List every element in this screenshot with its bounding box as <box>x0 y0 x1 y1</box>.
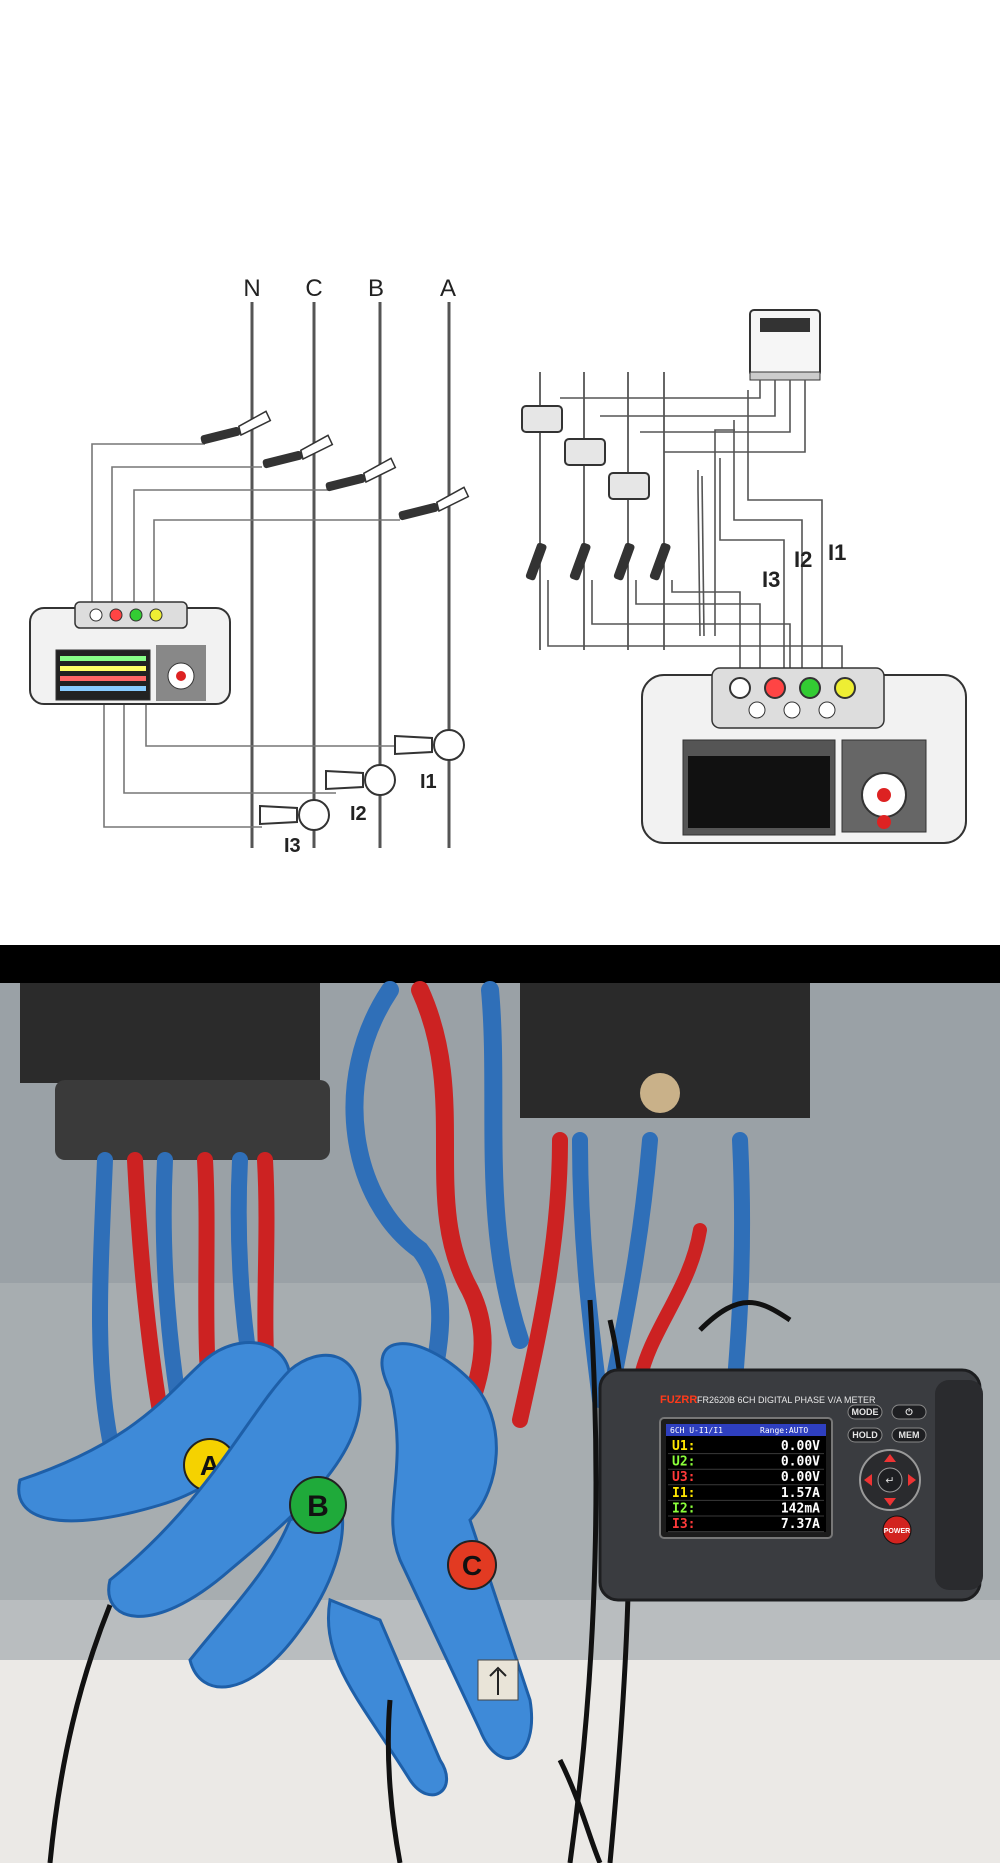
right-label-i1: I1 <box>828 540 846 565</box>
clamp-label-i1: I1 <box>420 771 437 793</box>
bus-label-n: N <box>243 275 260 302</box>
bus-label-b: B <box>368 275 384 302</box>
reading-value: 142mA <box>781 1501 820 1516</box>
right-arrow-icon[interactable] <box>908 1474 916 1486</box>
power-analyzer: FUZRR FR2620B 6CH DIGITAL PHASE V/A METE… <box>598 1368 983 1602</box>
right-transformers <box>521 405 650 500</box>
reading-label: U1: <box>672 1439 695 1454</box>
right-voltage-clips <box>525 542 671 581</box>
meter-readings: U1: 0.00V U2: 0.00V U3: 0.00V I1: 1.57A I2: 142mA… <box>668 1439 824 1533</box>
left-arrow-icon[interactable] <box>864 1474 872 1486</box>
left-bus-bars <box>250 302 451 848</box>
bus-label-a: A <box>440 275 456 302</box>
meter-brand: FUZRR <box>660 1394 697 1406</box>
right-energy-meter <box>749 309 821 381</box>
screen-header-right: Range:AUTO <box>760 1426 808 1435</box>
right-label-i3: I3 <box>762 567 780 592</box>
mode-button[interactable]: MODE <box>852 1407 879 1417</box>
section-divider <box>0 945 1000 983</box>
meter-model: FR2620B 6CH DIGITAL PHASE V/A METER <box>697 1395 876 1405</box>
hold-button[interactable]: HOLD <box>852 1430 878 1440</box>
screen-header-left: 6CH U-I1/I1 <box>670 1426 723 1435</box>
left-voltage-clips <box>200 410 470 521</box>
wiring-diagram: N C B A <box>29 275 967 857</box>
down-arrow-icon[interactable] <box>884 1498 896 1506</box>
clamp-c: C <box>327 1342 533 1797</box>
reading-value: 7.37A <box>781 1517 820 1532</box>
reading-value: 0.00V <box>781 1455 820 1470</box>
clamp-label-i2: I2 <box>350 803 367 825</box>
right-voltage-leads <box>547 580 843 676</box>
left-meter-drawing <box>29 601 231 705</box>
reading-value: 0.00V <box>781 1470 820 1485</box>
reading-label: I2: <box>672 1501 695 1516</box>
left-current-wires <box>103 700 402 828</box>
right-label-i2: I2 <box>794 547 812 572</box>
enter-icon[interactable]: ↵ <box>885 1475 894 1487</box>
mem-button[interactable]: MEM <box>899 1430 920 1440</box>
clamp-label-c: C <box>462 1550 482 1581</box>
clamp-label-b: B <box>307 1490 329 1523</box>
energy-meter-left <box>20 983 320 1083</box>
left-voltage-wires <box>91 443 400 612</box>
up-arrow-icon[interactable] <box>884 1454 896 1462</box>
clamp-label-i3: I3 <box>284 835 301 857</box>
bus-label-c: C <box>305 275 322 302</box>
left-current-clamps <box>259 729 465 831</box>
right-meter-wires <box>560 380 823 676</box>
reading-value: 0.00V <box>781 1439 820 1454</box>
reading-label: I3: <box>672 1517 695 1532</box>
reading-label: U3: <box>672 1470 695 1485</box>
clamp-b: B <box>107 1353 362 1689</box>
power-button[interactable]: POWER <box>884 1528 910 1535</box>
reading-label: I1: <box>672 1486 695 1501</box>
power-key-icon[interactable]: ⏻ <box>905 1407 913 1417</box>
meter-screen <box>666 1424 826 1532</box>
right-meter-drawing <box>641 667 967 844</box>
reading-label: U2: <box>672 1455 695 1470</box>
field-photo: A B C FUZRR FR2620 <box>0 981 1000 1864</box>
reading-value: 1.57A <box>781 1486 820 1501</box>
